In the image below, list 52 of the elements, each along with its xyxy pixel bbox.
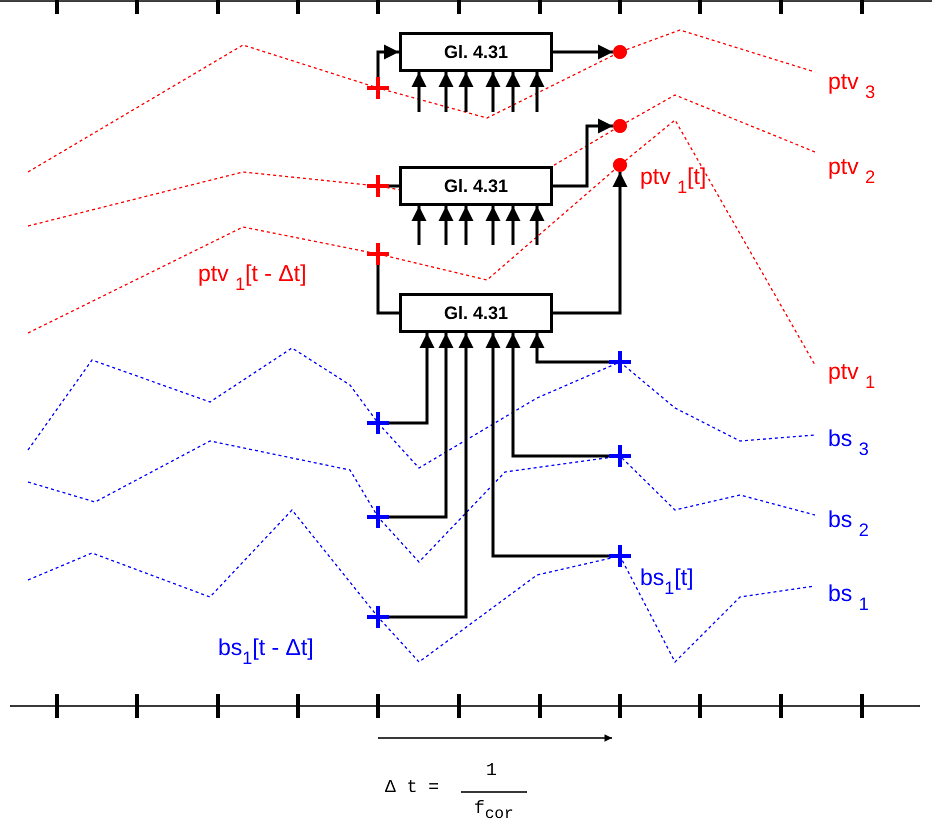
cross-marker: [367, 412, 389, 434]
arrow: [530, 206, 544, 245]
series-label: ptv $_{3}$: [828, 70, 876, 101]
series-label: bs $_{1}$: [828, 582, 869, 613]
formula-text: f$_{cor}$: [474, 800, 514, 822]
cross-marker: [367, 77, 389, 99]
arrow: [486, 72, 500, 112]
cross-marker: [609, 445, 631, 467]
arrow: [389, 333, 454, 518]
arrow: [506, 206, 520, 245]
cross-marker: [609, 545, 631, 567]
series-label: bs $_{3}$: [828, 427, 869, 458]
arrow: [486, 206, 500, 245]
series-label: bs$_{1}$[t - Δt]: [218, 636, 314, 667]
series-label: ptv $_{1}$[t - Δt]: [198, 262, 306, 293]
process-box: Gl. 4.31: [399, 32, 553, 72]
arrow: [389, 333, 474, 618]
series-label: ptv $_{2}$: [828, 155, 876, 186]
arrow: [530, 333, 609, 364]
arrow: [412, 206, 426, 245]
arrow: [486, 333, 609, 558]
arrow: [458, 206, 474, 245]
arrow: [458, 72, 474, 112]
arrow: [553, 44, 613, 60]
arrow: [438, 206, 454, 245]
formula-text: 1: [486, 762, 497, 780]
arrow: [412, 72, 426, 112]
connector-line: [389, 184, 399, 188]
formula-text: Δ t =: [385, 779, 440, 797]
series-label: bs $_{2}$: [828, 508, 869, 539]
series-label: bs$_{1}$[t]: [640, 566, 694, 597]
cross-marker: [367, 506, 389, 528]
arrow: [376, 44, 399, 77]
process-box: Gl. 4.31: [399, 166, 553, 206]
arrow: [553, 172, 628, 314]
arrow: [553, 118, 613, 188]
arrow: [506, 72, 520, 112]
series-label: ptv $_{1}$[t]: [640, 165, 706, 196]
dot-marker: [613, 158, 627, 172]
arrow: [438, 72, 454, 112]
connector-line: [376, 265, 399, 314]
cross-marker: [367, 175, 389, 197]
arrow: [389, 333, 434, 424]
dot-marker: [613, 45, 627, 59]
dot-marker: [613, 119, 627, 133]
cross-marker: [367, 606, 389, 628]
series-label: ptv $_{1}$: [828, 360, 876, 391]
arrow: [506, 333, 609, 458]
arrow: [530, 72, 544, 112]
cross-marker: [367, 243, 389, 265]
process-box: Gl. 4.31: [399, 293, 553, 333]
cross-marker: [609, 351, 631, 373]
